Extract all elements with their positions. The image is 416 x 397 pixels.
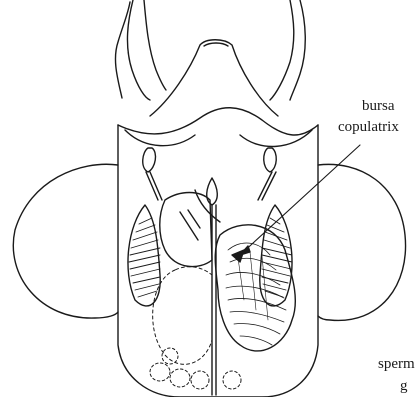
bursa-copulatrix (215, 225, 295, 351)
left-lobe (13, 164, 118, 318)
collar (118, 108, 318, 135)
right-lobe (318, 164, 406, 320)
inner-sac (160, 193, 212, 267)
paired-ducts (143, 148, 277, 395)
dashed-organ (153, 267, 212, 365)
abdomen-tip (150, 40, 278, 116)
left-hatched-gland (128, 205, 160, 306)
label-bursa: bursa (362, 98, 395, 114)
label-gland-partial: g (400, 378, 408, 394)
pointer-arrow (232, 145, 360, 262)
legs (115, 0, 305, 100)
dashed-eggs (150, 348, 241, 389)
label-spermatheca-partial: sperm (378, 356, 415, 372)
label-copulatrix: copulatrix (338, 119, 399, 135)
